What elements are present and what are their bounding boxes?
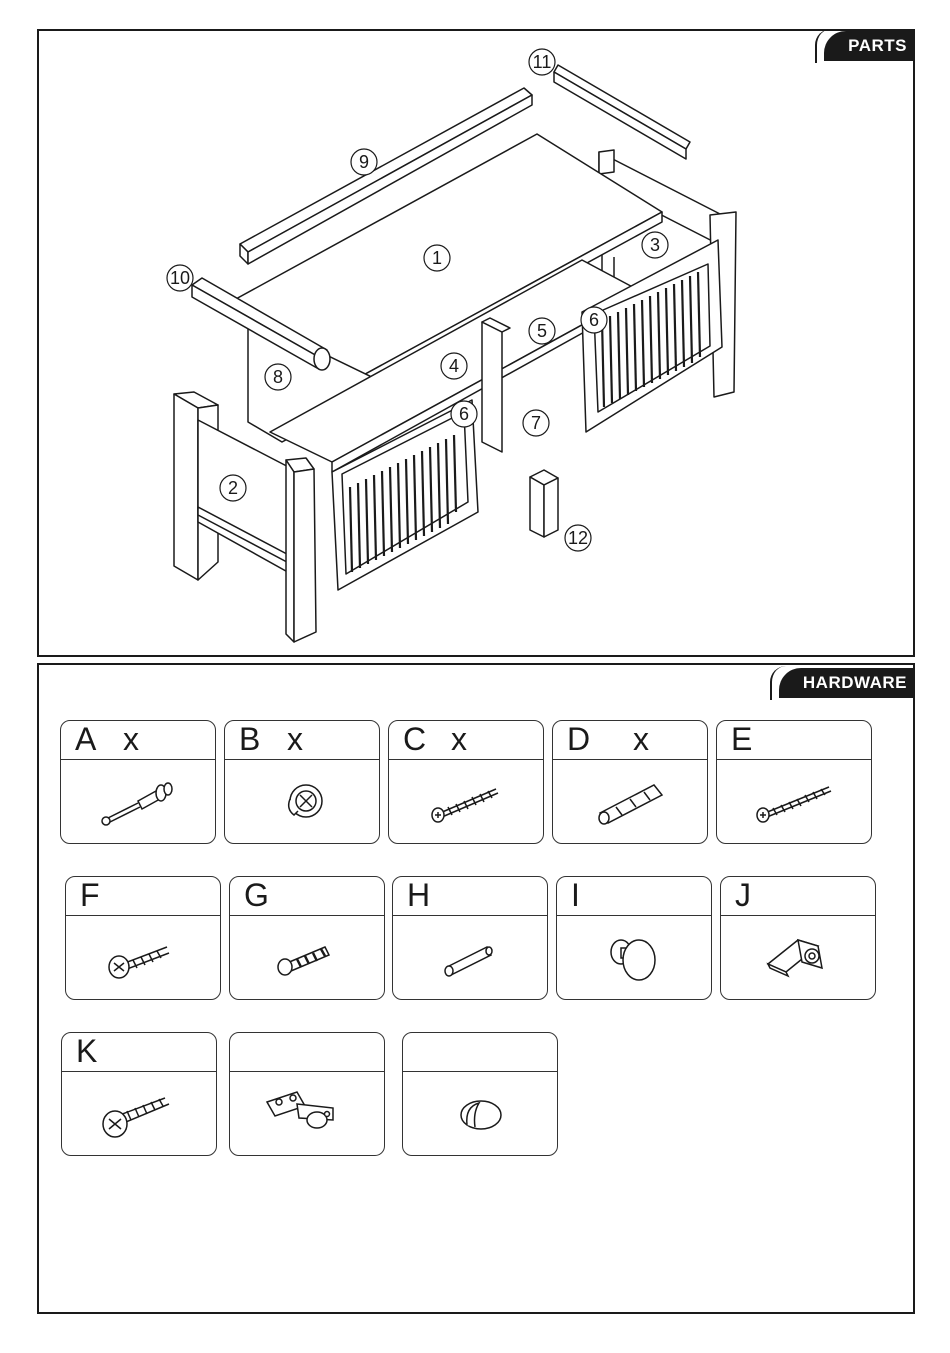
long-screw-icon — [749, 777, 839, 827]
cam-lock-icon — [272, 777, 332, 827]
part-label-4: 4 — [449, 356, 459, 376]
part-label-8: 8 — [273, 367, 283, 387]
hardware-letter: G — [244, 875, 269, 915]
hardware-qty: x — [633, 719, 649, 759]
corner-bracket-icon — [758, 928, 838, 988]
screw-icon — [426, 777, 506, 827]
part-label-12: 12 — [568, 528, 588, 548]
tv-stand-exploded-diagram: 1 2 3 4 5 6 6 7 8 9 10 11 12 — [39, 31, 913, 655]
cam-bolt-icon — [98, 777, 178, 827]
pin-icon — [435, 933, 505, 983]
hardware-qty: x — [451, 719, 467, 759]
hardware-letter: E — [731, 719, 752, 759]
part-label-9: 9 — [359, 152, 369, 172]
hardware-letter: B — [239, 719, 260, 759]
parts-panel: PARTS — [37, 29, 915, 657]
part-label-1: 1 — [432, 248, 442, 268]
flat-head-screw-icon — [103, 933, 183, 983]
hardware-item-e: E — [716, 720, 872, 844]
hardware-letter: F — [80, 875, 100, 915]
hardware-qty: x — [287, 719, 303, 759]
hardware-letter: H — [407, 875, 430, 915]
hardware-letter: K — [76, 1031, 97, 1071]
part-label-2: 2 — [228, 478, 238, 498]
hardware-item-j: J — [720, 876, 876, 1000]
hardware-item-h: H — [392, 876, 548, 1000]
hardware-letter: I — [571, 875, 580, 915]
hinge-icon — [257, 1084, 357, 1144]
hardware-letter: A — [75, 719, 96, 759]
machine-bolt-icon — [267, 933, 347, 983]
hardware-item-k: K — [61, 1032, 217, 1156]
part-label-10: 10 — [170, 268, 190, 288]
wood-screw-icon — [99, 1084, 179, 1144]
hardware-item-g: G — [229, 876, 385, 1000]
hardware-item-i: I — [556, 876, 712, 1000]
knob-icon — [599, 928, 669, 988]
hardware-letter: D — [567, 719, 590, 759]
part-label-3: 3 — [650, 235, 660, 255]
hardware-letter: J — [735, 875, 751, 915]
wooden-dowel-icon — [590, 777, 670, 827]
part-label-7: 7 — [531, 413, 541, 433]
part-label-6-left: 6 — [459, 404, 469, 424]
hardware-item-f: F — [65, 876, 221, 1000]
hardware-letter: C — [403, 719, 426, 759]
part-label-5: 5 — [537, 321, 547, 341]
hardware-item-cap — [402, 1032, 558, 1156]
hardware-tab: HARDWARE — [779, 668, 915, 698]
part-label-11: 11 — [533, 52, 552, 72]
cap-icon — [445, 1089, 515, 1139]
hardware-qty: x — [123, 719, 139, 759]
hardware-item-hinge — [229, 1032, 385, 1156]
part-label-6-right: 6 — [589, 310, 599, 330]
